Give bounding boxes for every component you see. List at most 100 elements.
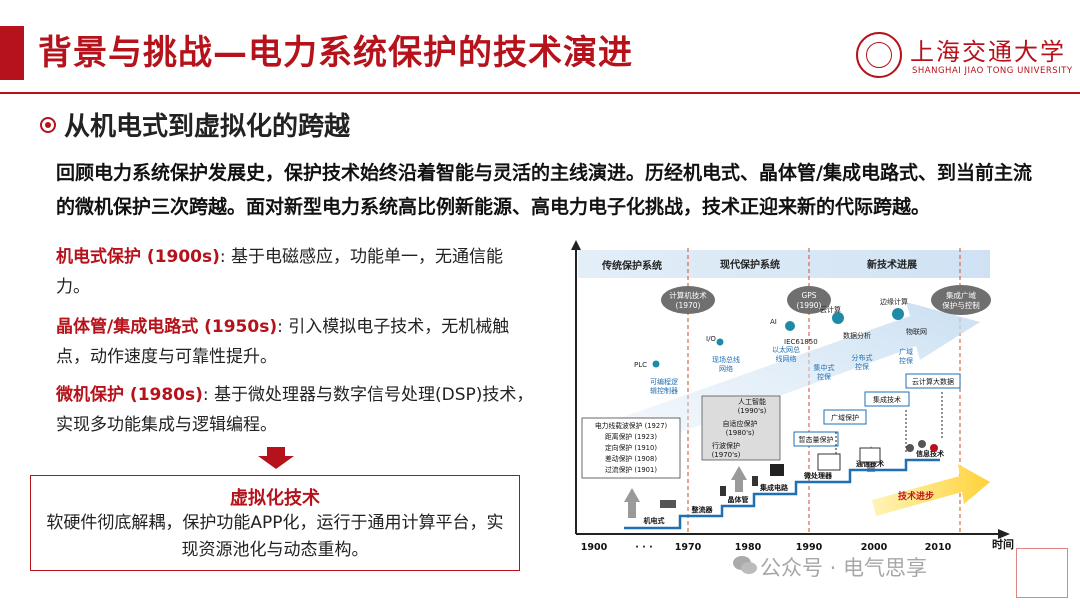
- wechat-icon: [733, 556, 757, 574]
- title-accent-bar: [0, 26, 24, 80]
- modern-protection-box: [701, 395, 781, 461]
- blue-label: 广域: [899, 347, 913, 356]
- blue-label: 以太网总: [772, 345, 800, 354]
- era-label: 现代保护系统: [720, 258, 780, 271]
- em-protection-item: 定向保护 (1910): [605, 443, 657, 452]
- page-title: 背景与挑战—电力系统保护的技术演进: [38, 33, 633, 73]
- protection-box: [793, 431, 839, 447]
- x-tick: · · ·: [635, 542, 652, 553]
- info-device-icon: [906, 444, 914, 452]
- protection-timeline-diagram: 传统保护系统 现代保护系统 新技术进展 计算机技术 (1970) GPS (19…: [571, 240, 1014, 553]
- blue-label: 控保: [855, 362, 869, 371]
- milestone-label-line1: GPS: [801, 291, 816, 300]
- blue-label: 网络: [719, 364, 733, 373]
- university-seal-icon: [856, 32, 902, 78]
- tech-dot: [832, 312, 844, 324]
- technology-staircase: [624, 458, 940, 530]
- blue-label: 控保: [817, 372, 831, 381]
- transistor-icon: [752, 476, 758, 486]
- tech-label: I/O: [706, 335, 716, 343]
- up-arrow: [624, 488, 640, 518]
- tech-label: 云计算: [820, 305, 841, 314]
- blue-label: 控保: [899, 356, 913, 365]
- x-tick: 2010: [925, 542, 952, 553]
- protection-box: [823, 409, 867, 425]
- step-label: 晶体管: [728, 495, 749, 504]
- milestone-label-line2: 保护与控制: [942, 300, 980, 310]
- x-tick: 1900: [581, 542, 608, 553]
- relay-device-icon: [660, 500, 676, 508]
- milestone-label-line2: (1990): [797, 301, 822, 310]
- svg-text:(1980's): (1980's): [726, 429, 755, 437]
- stage-microprocessor: 微机保护 (1980s): 基于微处理器与数字信号处理(DSP)技术，实现多功能…: [56, 380, 536, 440]
- x-tick: 1970: [675, 542, 702, 553]
- step-label: 整流器: [691, 505, 714, 514]
- section-bullet-dot: [45, 122, 51, 128]
- section-bullet-icon: [40, 117, 56, 133]
- comm-device-icon: [859, 447, 881, 463]
- em-protection-item: 差动保护 (1908): [605, 454, 657, 463]
- em-protection-item: 电力线载波保护 (1927): [595, 421, 668, 430]
- x-tick: 2000: [861, 542, 888, 553]
- blue-label: 集中式: [814, 363, 835, 372]
- tech-dot: [892, 308, 904, 320]
- down-arrow-icon: [258, 447, 294, 469]
- step-label: 集成电路: [759, 483, 789, 492]
- stage-text: : 基于微处理器与数字信号处理(DSP)技术，实现多功能集成与逻辑编程。: [56, 385, 534, 435]
- header-divider: [0, 92, 1080, 94]
- info-device-icon: [930, 444, 938, 452]
- svg-text:行波保护: 行波保护: [712, 441, 740, 450]
- university-seal-inner: [866, 42, 892, 68]
- era-band: [578, 250, 990, 278]
- progress-label: 技术进步: [898, 490, 934, 502]
- protection-box-label: 云计算大数据: [912, 377, 954, 386]
- tech-label: AI: [770, 318, 777, 326]
- virtualization-box: [30, 475, 520, 571]
- watermark: 公众号 · 电气思享: [760, 556, 928, 580]
- university-logo-cn: 上海交通大学: [910, 38, 1066, 66]
- stage-text: : 基于电磁感应，功能单一，无通信能力。: [56, 247, 504, 297]
- tech-label: 数据分析: [843, 331, 871, 340]
- milestone-label-line2: (1970): [676, 301, 701, 310]
- step-label: 机电式: [644, 516, 665, 525]
- x-tick: 1980: [735, 542, 762, 553]
- svg-text:人工智能: 人工智能: [738, 397, 766, 406]
- protection-box-label: 广域保护: [831, 413, 859, 422]
- blue-label: 可编程逻: [650, 377, 678, 386]
- milestone-bubble: [661, 286, 715, 314]
- section-subtitle: 从机电式到虚拟化的跨越: [64, 112, 351, 142]
- info-device-icon: [918, 440, 926, 448]
- watermark-stamp: [1016, 548, 1068, 598]
- blue-label: 辑控制器: [650, 386, 678, 395]
- blue-label: 线网络: [776, 354, 797, 363]
- tech-label: 边缘计算: [880, 297, 908, 306]
- x-axis-arrowhead: [998, 529, 1010, 539]
- microprocessor-icon: [817, 453, 841, 471]
- blue-label: 现场总线: [712, 355, 740, 364]
- milestone-label-line1: 集成广域: [946, 290, 976, 300]
- tech-dot: [716, 338, 724, 346]
- svg-text:自适应保护: 自适应保护: [723, 419, 758, 428]
- university-logo-en: SHANGHAI JIAO TONG UNIVERSITY: [912, 66, 1073, 76]
- step-label: 微处理器: [803, 471, 833, 480]
- tech-dot: [785, 321, 795, 331]
- chip-icon: [770, 464, 784, 476]
- progress-arrow: [872, 464, 990, 516]
- y-axis-arrowhead: [571, 240, 581, 250]
- em-protection-item: 距离保护 (1923): [605, 432, 657, 441]
- era-label: 新技术进展: [867, 258, 917, 271]
- tech-dot: [652, 360, 660, 368]
- protection-box: [864, 391, 910, 407]
- protection-box-label: 集成技术: [873, 395, 901, 404]
- virtualization-text: 软硬件彻底解耦，保护功能APP化，运行于通用计算平台，实现资源池化与动态重构。: [46, 513, 504, 560]
- stage-transistor: 晶体管/集成电路式 (1950s): 引入模拟电子技术，无机械触点，动作速度与可…: [56, 312, 536, 372]
- stage-text: : 引入模拟电子技术，无机械触点，动作速度与可靠性提升。: [56, 317, 510, 367]
- step-label: 通信技术: [856, 459, 884, 468]
- stage-electromechanical: 机电式保护 (1900s): 基于电磁感应，功能单一，无通信能力。: [56, 242, 536, 302]
- rectifier-icon: [720, 486, 726, 496]
- intro-paragraph: 回顾电力系统保护发展史，保护技术始终沿着智能与灵活的主线演进。历经机电式、晶体管…: [56, 162, 1032, 218]
- milestone-label-line1: 计算机技术: [669, 290, 707, 300]
- protection-box: [905, 373, 961, 389]
- svg-text:(1990's): (1990's): [738, 407, 767, 415]
- era-label: 传统保护系统: [601, 259, 662, 272]
